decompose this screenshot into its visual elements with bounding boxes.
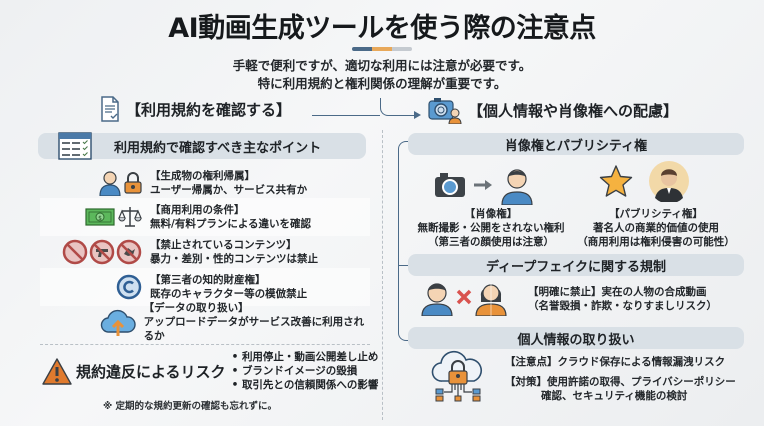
portrait-right-note: （第三者の顔使用は注意） [428, 236, 554, 248]
portrait-illustration [434, 165, 534, 205]
woman-face-icon [474, 278, 508, 316]
point-desc: 既存のキャラクター等の模倣禁止 [150, 288, 308, 300]
padlock-icon [124, 172, 142, 194]
svg-text:$: $ [98, 215, 102, 222]
point-desc: 無料/有料プランによる違いを確認 [150, 218, 312, 230]
portrait-right-text: 【肖像権】 無断撮影・公開をされない権利 （第三者の顔使用は注意） [406, 207, 576, 249]
privacy-section-title: 個人情報の取り扱い [408, 327, 744, 349]
point-title: 【データの取り扱い】 [143, 302, 249, 314]
user-icon [99, 170, 121, 196]
title-divider [352, 47, 412, 51]
point-row-ip: 【第三者の知的財産権】既存のキャラクター等の模倣禁止 [40, 268, 370, 306]
risk-item: ブランドイメージの毀損 [232, 364, 379, 378]
point-desc: 暴力・差別・性的コンテンツは禁止 [150, 253, 318, 265]
privacy-measure-line-1: 【対策】使用許諾の取得、プライバシーポリシー [505, 376, 736, 388]
privacy-measures: 【対策】使用許諾の取得、プライバシーポリシー 確認、セキュリティ機能の検討 [505, 375, 736, 403]
bracket-branch [398, 265, 410, 266]
page-title: AI動画生成ツールを使う際の注意点 [168, 13, 596, 44]
points-title-bar: 利用規約で確認すべき主なポイント [38, 132, 366, 160]
column-divider [382, 130, 383, 420]
publicity-right-title: 【パブリシティ権】 [609, 208, 703, 220]
checklist-table-icon [58, 132, 92, 160]
bracket-line [398, 141, 410, 341]
point-desc: ユーザー帰属か、サービス共有か [150, 184, 308, 196]
flow-connector [380, 98, 392, 116]
risk-item: 取引先との信頼関係への影響 [232, 378, 379, 392]
point-desc: アップロードデータがサービス改善に利用されるか [143, 316, 365, 342]
terms-heading: 【利用規約を確認する】 [100, 96, 291, 122]
risk-list: 利用停止・動画公開差し止め ブランドイメージの毀損 取引先との信頼関係への影響 [232, 350, 379, 392]
person-icon [500, 165, 534, 205]
point-title: 【商用利用の条件】 [150, 204, 245, 216]
publicity-illustration [598, 160, 690, 202]
star-icon [598, 164, 634, 198]
privacy-measure-line-2: 確認、セキュリティ機能の検討 [541, 390, 688, 402]
point-title: 【第三者の知的財産権】 [150, 274, 266, 286]
footnote: ※ 定期的な規約更新の確認も忘れずに。 [102, 401, 278, 412]
point-row-commercial: $ 【商用利用の条件】無料/有料プランによる違いを確認 [40, 198, 370, 236]
points-title: 利用規約で確認すべき主なポイント [114, 140, 322, 156]
subtitle-line-2: 特に利用規約と権利関係の理解が重要です。 [257, 76, 507, 91]
cross-icon [456, 289, 472, 305]
document-check-icon [100, 96, 120, 122]
portrait-section-title: 肖像権とパブリシティ権 [408, 133, 744, 155]
deepfake-illustration [420, 278, 508, 316]
scales-icon [118, 205, 142, 229]
money-bill-icon: $ [85, 208, 115, 226]
risk-item: 利用停止・動画公開差し止め [232, 350, 379, 364]
deepfake-risks: （名誉毀損・詐欺・なりすましリスク） [528, 300, 717, 312]
point-row-rights: 【生成物の権利帰属】ユーザー帰属か、サービス共有か [40, 164, 370, 202]
man-face-icon [420, 278, 454, 316]
no-weapon-icon [89, 239, 115, 265]
flow-line-right [392, 115, 416, 116]
privacy-heading: 【個人情報や肖像権への配慮】 [428, 96, 678, 124]
terms-heading-label: 【利用規約を確認する】 [126, 100, 292, 119]
flow-line [312, 115, 380, 116]
camera-person-icon [428, 96, 462, 124]
arrow-right-icon [474, 180, 492, 190]
prohibited-icon [62, 239, 88, 265]
no-violence-icon [116, 239, 142, 265]
privacy-caution: 【注意点】クラウド保存による情報漏洩リスク [505, 356, 726, 368]
subtitle: 手軽で便利ですが、適切な利用には注意が必要です。 特に利用規約と権利関係の理解が… [0, 57, 764, 93]
camera-icon [434, 172, 466, 198]
point-row-prohibited: 【禁止されているコンテンツ】暴力・差別・性的コンテンツは禁止 [40, 233, 370, 271]
arrow-head-icon [414, 111, 421, 119]
deepfake-text: 【明確に禁止】実在の人物の合成動画 （名誉毀損・詐欺・なりすましリスク） [528, 285, 717, 313]
portrait-right-title: 【肖像権】 [464, 208, 518, 220]
point-title: 【生成物の権利帰属】 [150, 170, 255, 182]
privacy-heading-label: 【個人情報や肖像権への配慮】 [468, 101, 679, 120]
point-row-data: 【データの取り扱い】アップロードデータがサービス改善に利用されるか [40, 302, 370, 342]
dashed-separator [40, 344, 370, 345]
celebrity-avatar [648, 160, 690, 202]
risk-block: 規約違反によるリスク 利用停止・動画公開差し止め ブランドイメージの毀損 取引先… [42, 350, 378, 392]
deepfake-prohibition: 【明確に禁止】実在の人物の合成動画 [528, 286, 707, 298]
subtitle-line-1: 手軽で便利ですが、適切な利用には注意が必要です。 [232, 58, 532, 73]
publicity-right-text: 【パブリシティ権】 著名人の商業的価値の使用 （商用利用は権利侵害の可能性） [568, 207, 744, 249]
cloud-lock-icon [428, 345, 488, 403]
risk-label: 規約違反によるリスク [76, 362, 226, 381]
warning-icon [42, 357, 72, 385]
deepfake-section-title: ディープフェイクに関する規制 [408, 254, 744, 276]
publicity-right-desc: 著名人の商業的価値の使用 [593, 222, 719, 234]
cloud-upload-icon [100, 308, 136, 336]
point-title: 【禁止されているコンテンツ】 [150, 239, 297, 251]
copyright-icon [116, 274, 142, 300]
portrait-right-desc: 無断撮影・公開をされない権利 [417, 222, 565, 234]
publicity-right-note: （商用利用は権利侵害の可能性） [577, 236, 735, 248]
